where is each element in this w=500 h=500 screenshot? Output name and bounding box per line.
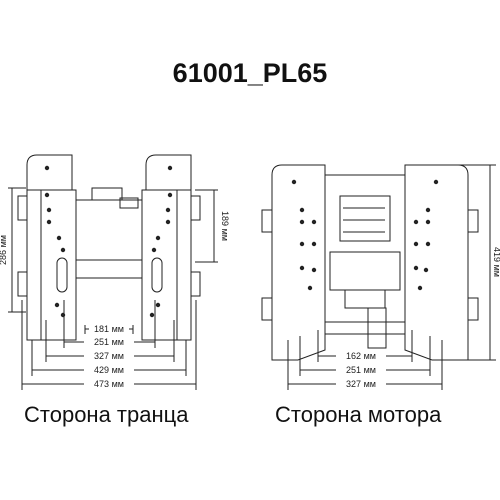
left-top-clamp bbox=[91, 187, 123, 201]
left-ear-top-right bbox=[145, 154, 192, 190]
dim-251-right: 251 мм bbox=[346, 365, 376, 375]
left-outer-plate-left bbox=[26, 189, 42, 341]
dim-251-left: 251 мм bbox=[94, 337, 124, 347]
dim-327-right: 327 мм bbox=[346, 379, 376, 389]
dim-189: 189 мм bbox=[220, 211, 230, 241]
right-bolt-lower-l bbox=[261, 297, 273, 321]
dim-419: 419 мм bbox=[492, 247, 500, 277]
left-cylinder-head bbox=[119, 197, 139, 209]
left-slot-left bbox=[56, 257, 68, 293]
right-bolt-lower-r bbox=[467, 297, 479, 321]
left-center-block bbox=[75, 199, 143, 261]
right-plate-left bbox=[271, 164, 326, 361]
left-bolt-lower-l bbox=[17, 271, 28, 297]
left-bolt-upper-r bbox=[190, 195, 201, 221]
left-column-left bbox=[40, 189, 77, 341]
left-ear-top-left bbox=[26, 154, 73, 190]
right-bottom-bar bbox=[324, 321, 406, 335]
dim-286: 286 мм bbox=[0, 235, 8, 265]
left-lower-crossbar bbox=[75, 259, 143, 279]
transom-side-caption: Сторона транца bbox=[24, 402, 189, 427]
transom-side-view bbox=[17, 154, 201, 341]
right-lower-block bbox=[344, 289, 386, 309]
left-column-right bbox=[141, 189, 178, 341]
right-cylinder-head bbox=[339, 195, 391, 242]
dim-327-left: 327 мм bbox=[94, 351, 124, 361]
product-title: 61001_PL65 bbox=[172, 58, 328, 88]
motor-side-view bbox=[261, 164, 479, 361]
dim-162: 162 мм bbox=[346, 351, 376, 361]
left-bolt-upper-l bbox=[17, 195, 28, 221]
left-bolt-lower-r bbox=[190, 271, 201, 297]
dim-429: 429 мм bbox=[94, 365, 124, 375]
dim-473: 473 мм bbox=[94, 379, 124, 389]
motor-side-caption: Сторона мотора bbox=[275, 402, 442, 427]
left-slot-right bbox=[151, 257, 163, 293]
right-center-block bbox=[329, 251, 401, 291]
dim-181: 181 мм bbox=[94, 324, 124, 334]
right-bolt-upper-l bbox=[261, 209, 273, 233]
right-piston-rod bbox=[367, 307, 387, 349]
right-bolt-upper-r bbox=[467, 209, 479, 233]
left-outer-plate-right bbox=[176, 189, 192, 341]
right-plate-right bbox=[404, 164, 469, 361]
